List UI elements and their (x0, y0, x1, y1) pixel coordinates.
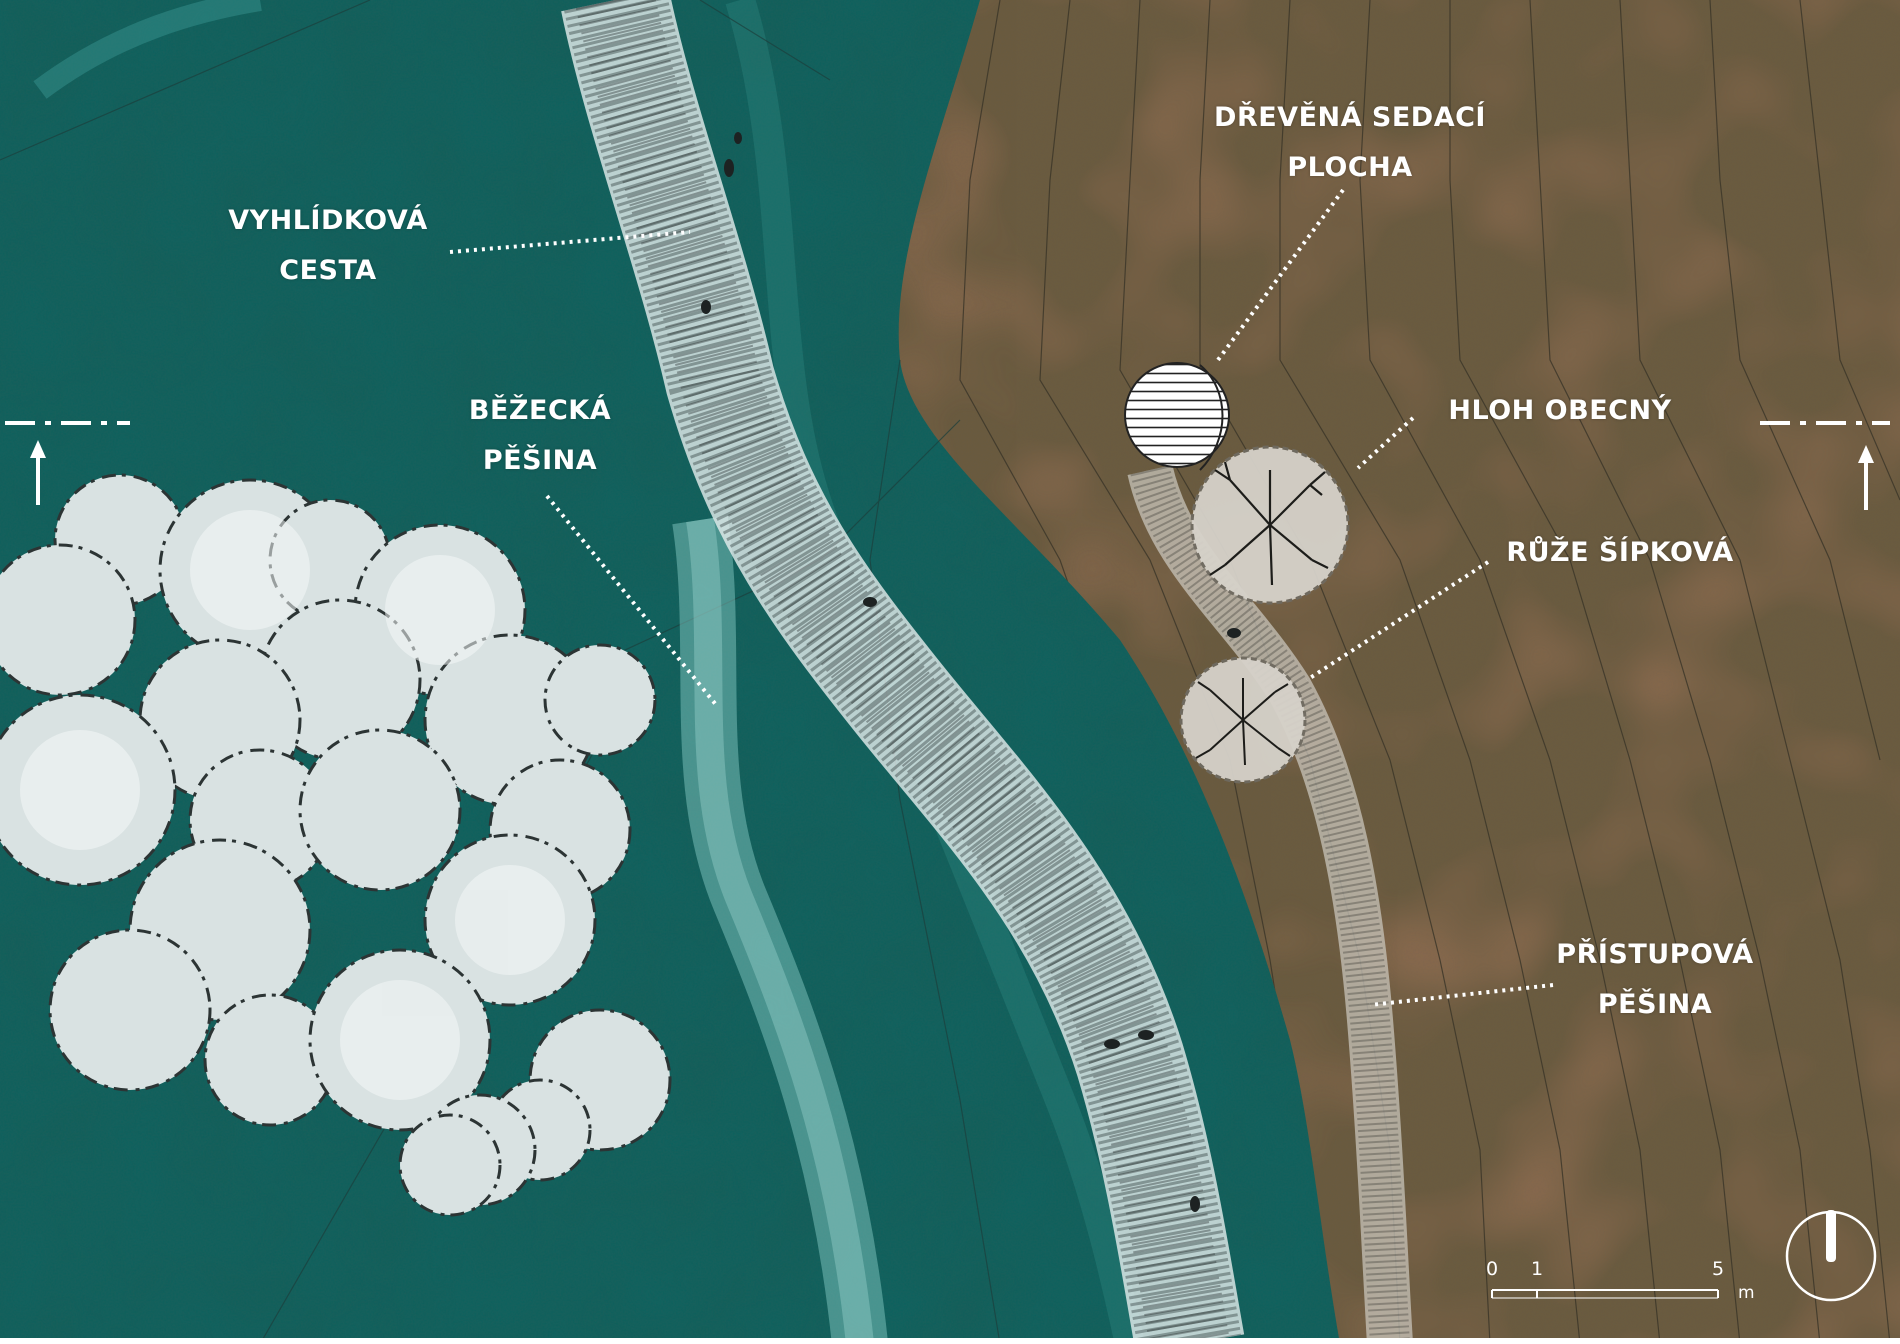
lookout-path (561, 0, 1245, 1344)
section-marker-left (5, 421, 130, 505)
label-line: PĚŠINA (482, 445, 598, 476)
label-running-trail: BĚŽECKÁ PĚŠINA (440, 386, 640, 486)
label-line: CESTA (279, 255, 377, 286)
wooden-seating-platform (1124, 362, 1230, 471)
arrow-up-icon (1858, 445, 1874, 510)
leader-lines (449, 188, 1554, 1007)
label-line: PĚŠINA (1597, 989, 1713, 1020)
label-line: VYHLÍDKOVÁ (228, 205, 428, 236)
scale-tick-1: 1 (1531, 1258, 1544, 1280)
label-dog-rose: RŮŽE ŠÍPKOVÁ (1490, 528, 1750, 578)
label-line: DŘEVĚNÁ SEDACÍ (1214, 102, 1486, 133)
scale-bar (1491, 1289, 1719, 1299)
label-lookout-path: VYHLÍDKOVÁ CESTA (218, 196, 438, 296)
arrow-up-icon (30, 440, 46, 505)
label-line: PLOCHA (1287, 152, 1413, 183)
dog-rose-shrub (1179, 656, 1307, 784)
scale-tick-5: 5 (1712, 1258, 1725, 1280)
scale-unit: m (1738, 1283, 1755, 1303)
tree-cluster (0, 473, 672, 1217)
label-line: PŘÍSTUPOVÁ (1556, 939, 1754, 970)
section-marker-right (1760, 421, 1890, 510)
access-path (1127, 464, 1413, 1344)
label-line: BĚŽECKÁ (468, 395, 612, 426)
running-trail (672, 515, 888, 1344)
label-access-path: PŘÍSTUPOVÁ PĚŠINA (1540, 930, 1770, 1030)
label-wooden-seating: DŘEVĚNÁ SEDACÍ PLOCHA (1195, 93, 1505, 193)
label-line: HLOH OBECNÝ (1448, 395, 1672, 426)
north-arrow-icon (1785, 1210, 1877, 1302)
label-hawthorn: HLOH OBECNÝ (1440, 386, 1680, 436)
label-line: RŮŽE ŠÍPKOVÁ (1506, 537, 1734, 568)
hawthorn-tree (1190, 445, 1350, 605)
scale-tick-0: 0 (1486, 1258, 1499, 1280)
